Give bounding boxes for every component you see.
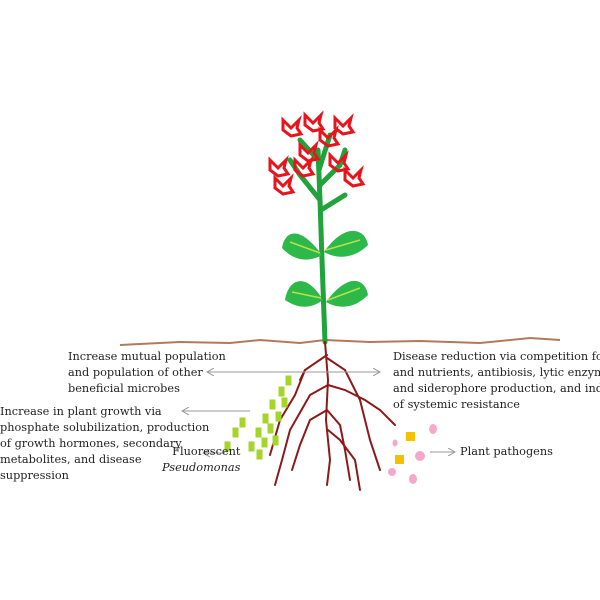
label-line: Fluorescent [172,445,241,458]
label-line: and siderophore production, and inductio… [393,382,600,395]
soil-line [119,336,561,346]
label-line: Increase mutual population [68,350,226,363]
plant-pathogens [388,424,437,484]
label-line: and nutrients, antibiosis, lytic enzyme,… [393,366,600,379]
label-line: Pseudomonas [162,461,241,474]
plant-growth-label: Increase in plant growth via phosphate s… [0,404,209,484]
label-line: Disease reduction via competition for sp… [393,350,600,363]
label-line: of growth hormones, secondary [0,437,182,450]
label-line: phosphate solubilization, production [0,421,210,434]
label-line: Increase in plant growth via [0,405,162,418]
fluorescent-pseudomonas-label: Fluorescent Pseudomonas [162,444,240,476]
label-line: beneficial microbes [68,382,180,395]
roots [269,341,396,491]
label-line: of systemic resistance [393,398,520,411]
disease-reduction-label: Disease reduction via competition for sp… [393,349,600,413]
flowers [268,110,366,196]
fluorescent-pseudomonas-cells [224,375,292,460]
mutual-population-label: Increase mutual population and populatio… [68,349,226,397]
label-line: suppression [0,469,69,482]
label-line: and population of other [68,366,203,379]
label-line: metabolites, and disease [0,453,142,466]
leaf-veins [289,239,361,301]
stem [287,132,348,345]
plant-pathogens-label: Plant pathogens [460,445,553,458]
